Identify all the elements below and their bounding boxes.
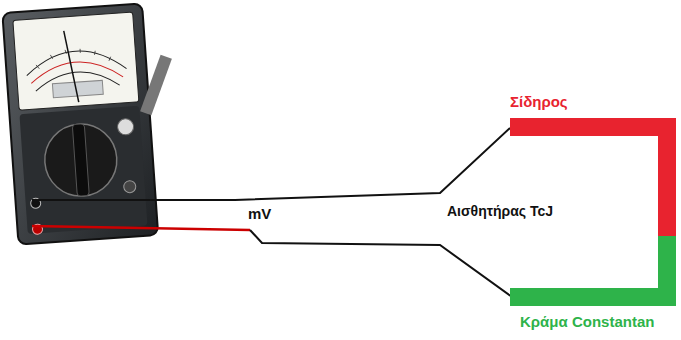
black-lead xyxy=(250,230,512,297)
sensor-label: Αισθητήρας TcJ xyxy=(447,204,553,219)
constantan-wire xyxy=(510,236,667,297)
black-lead xyxy=(32,128,510,200)
red-lead xyxy=(32,226,250,230)
material-label: Σίδηρος xyxy=(510,94,568,111)
unit-label: mV xyxy=(248,206,271,223)
multimeter xyxy=(2,3,158,244)
material-label: Κράμα Constantan xyxy=(520,314,654,331)
meter-stand xyxy=(140,55,172,115)
iron-wire xyxy=(510,127,667,236)
